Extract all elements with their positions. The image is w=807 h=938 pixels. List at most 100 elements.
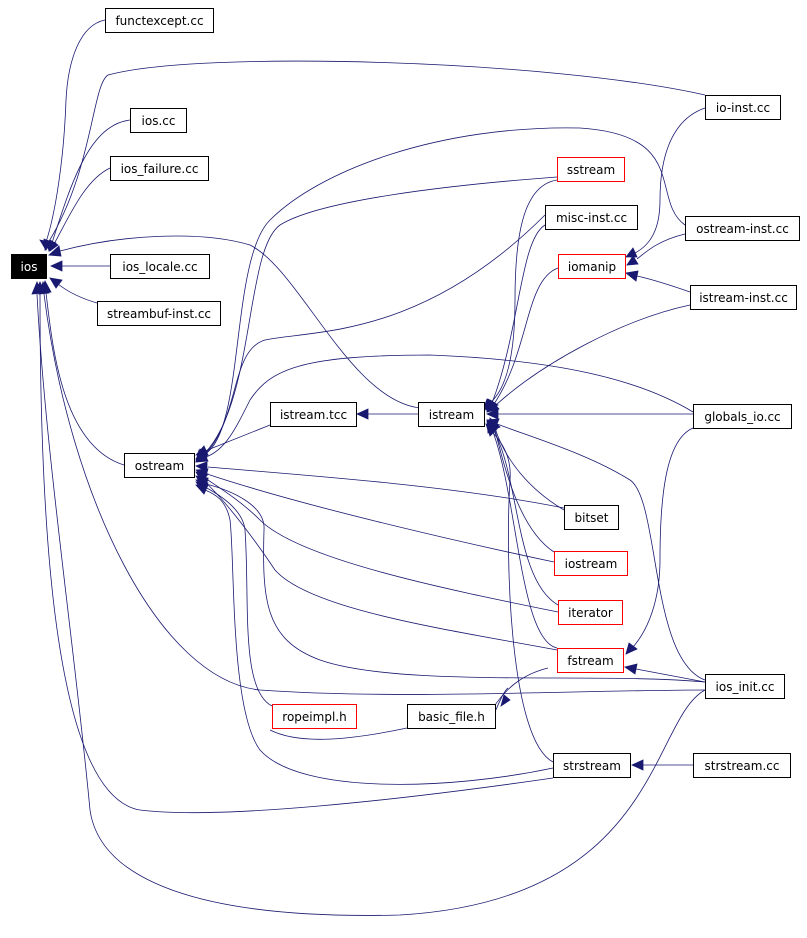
- edge-io-inst-to-iomanip: [625, 107, 706, 258]
- node-globals-io[interactable]: globals_io.cc: [693, 404, 792, 429]
- node-box: [97, 301, 221, 326]
- node-label: sstream: [567, 163, 615, 177]
- node-streambuf-inst[interactable]: streambuf-inst.cc: [97, 301, 221, 326]
- edge-fstream-to-istream: [486, 420, 558, 649]
- node-box: [407, 704, 496, 729]
- node-misc-inst[interactable]: misc-inst.cc: [545, 205, 638, 230]
- node-label: ios: [21, 260, 38, 274]
- edge-streambuf-inst-to-ios: [49, 277, 98, 304]
- node-label: ios_failure.cc: [121, 162, 199, 176]
- node-basic-file[interactable]: basic_file.h: [407, 704, 496, 729]
- node-ios-cc[interactable]: ios.cc: [130, 108, 187, 133]
- node-box: [545, 205, 638, 230]
- node-box: [557, 648, 624, 673]
- node-ostream[interactable]: ostream: [124, 453, 195, 478]
- edge-misc-inst-to-istream: [485, 224, 546, 411]
- nodes-layer: ios functexcept.cc ios.cc ios_failure.cc…: [11, 8, 800, 778]
- node-box: [685, 216, 800, 241]
- edge-strstream-to-ios: [34, 281, 554, 814]
- node-label: io-inst.cc: [716, 101, 770, 115]
- node-box: [693, 404, 792, 429]
- node-label: ios.cc: [142, 114, 176, 128]
- node-iomanip[interactable]: iomanip: [558, 254, 626, 279]
- node-io-inst[interactable]: io-inst.cc: [705, 95, 781, 120]
- node-box: [270, 402, 357, 427]
- node-box: [272, 704, 357, 729]
- edge-iostream-to-istream: [489, 418, 555, 553]
- node-label: iterator: [568, 606, 613, 620]
- node-label: istream.tcc: [280, 408, 347, 422]
- node-ostream-inst[interactable]: ostream-inst.cc: [685, 216, 800, 241]
- node-iterator[interactable]: iterator: [558, 600, 623, 625]
- node-box: [558, 254, 626, 279]
- edge-strstream-to-ostream: [195, 484, 554, 785]
- node-label: iomanip: [568, 260, 616, 274]
- edge-istream-to-istream-tcc: [356, 408, 418, 420]
- node-box: [705, 95, 781, 120]
- node-box: [705, 674, 785, 699]
- node-box: [110, 156, 209, 181]
- edges-layer: [31, 19, 706, 916]
- node-label: ios_init.cc: [716, 680, 775, 694]
- node-label: ropeimpl.h: [282, 710, 346, 724]
- node-label: fstream: [567, 654, 613, 668]
- node-label: basic_file.h: [418, 710, 485, 724]
- node-fstream[interactable]: fstream: [557, 648, 624, 673]
- edge-functexcept-to-ios: [39, 19, 106, 251]
- node-bitset[interactable]: bitset: [564, 505, 619, 530]
- edge-fstream-to-ostream: [195, 475, 558, 651]
- node-istream-tcc[interactable]: istream.tcc: [270, 402, 357, 427]
- node-label: functexcept.cc: [115, 14, 203, 28]
- edge-iomanip-to-istream: [486, 267, 559, 412]
- edge-ostream-inst-to-iomanip: [626, 233, 686, 266]
- node-istream-inst[interactable]: istream-inst.cc: [690, 285, 797, 310]
- edge-iterator-to-istream: [487, 419, 559, 606]
- node-label: istream-inst.cc: [699, 291, 788, 305]
- node-label: istream: [429, 408, 474, 422]
- edge-basic-file-to-fstream: [492, 667, 549, 709]
- node-box: [553, 753, 631, 778]
- edge-basic-file-up: [494, 687, 511, 713]
- node-box: [693, 753, 791, 778]
- node-label: globals_io.cc: [704, 410, 780, 424]
- edge-globals-io-to-ostream: [195, 354, 694, 463]
- node-strstream[interactable]: strstream: [553, 753, 631, 778]
- edge-bitset-to-istream: [489, 417, 565, 511]
- node-ios-locale[interactable]: ios_locale.cc: [110, 254, 210, 279]
- node-label: ios_locale.cc: [122, 260, 197, 274]
- node-strstream-cc[interactable]: strstream.cc: [693, 753, 791, 778]
- edge-istream-inst-to-istream: [486, 304, 691, 413]
- node-sstream[interactable]: sstream: [557, 157, 625, 182]
- node-box: [110, 254, 210, 279]
- node-box: [130, 108, 187, 133]
- node-ios-init[interactable]: ios_init.cc: [705, 674, 785, 699]
- node-box: [557, 157, 625, 182]
- node-label: ostream: [135, 459, 184, 473]
- edge-sstream-to-ostream: [196, 176, 558, 461]
- node-ropeimpl[interactable]: ropeimpl.h: [272, 704, 357, 729]
- node-box: [11, 254, 47, 279]
- node-iostream[interactable]: iostream: [554, 551, 628, 576]
- edge-iterator-to-ostream: [195, 471, 559, 613]
- node-label: iostream: [565, 557, 618, 571]
- edge-ios-init-to-ios: [38, 281, 706, 695]
- edge-globals-io-to-fstream: [625, 427, 694, 655]
- node-box: [690, 285, 797, 310]
- node-istream[interactable]: istream: [418, 402, 485, 427]
- edge-ios-failure-to-ios: [49, 167, 111, 252]
- node-label: misc-inst.cc: [556, 211, 627, 225]
- node-box: [418, 402, 485, 427]
- node-box: [105, 8, 214, 33]
- node-box: [554, 551, 628, 576]
- node-label: ostream-inst.cc: [696, 222, 789, 236]
- edge-istream-inst-to-iomanip: [625, 270, 691, 293]
- node-label: strstream.cc: [705, 759, 780, 773]
- node-label: strstream: [563, 759, 621, 773]
- edge-ios-init-to-istream: [486, 418, 706, 681]
- edge-ios-init-to-fstream: [624, 663, 706, 683]
- node-ios[interactable]: ios: [11, 254, 47, 279]
- node-label: bitset: [575, 511, 609, 525]
- node-functexcept[interactable]: functexcept.cc: [105, 8, 214, 33]
- node-ios-failure[interactable]: ios_failure.cc: [110, 156, 209, 181]
